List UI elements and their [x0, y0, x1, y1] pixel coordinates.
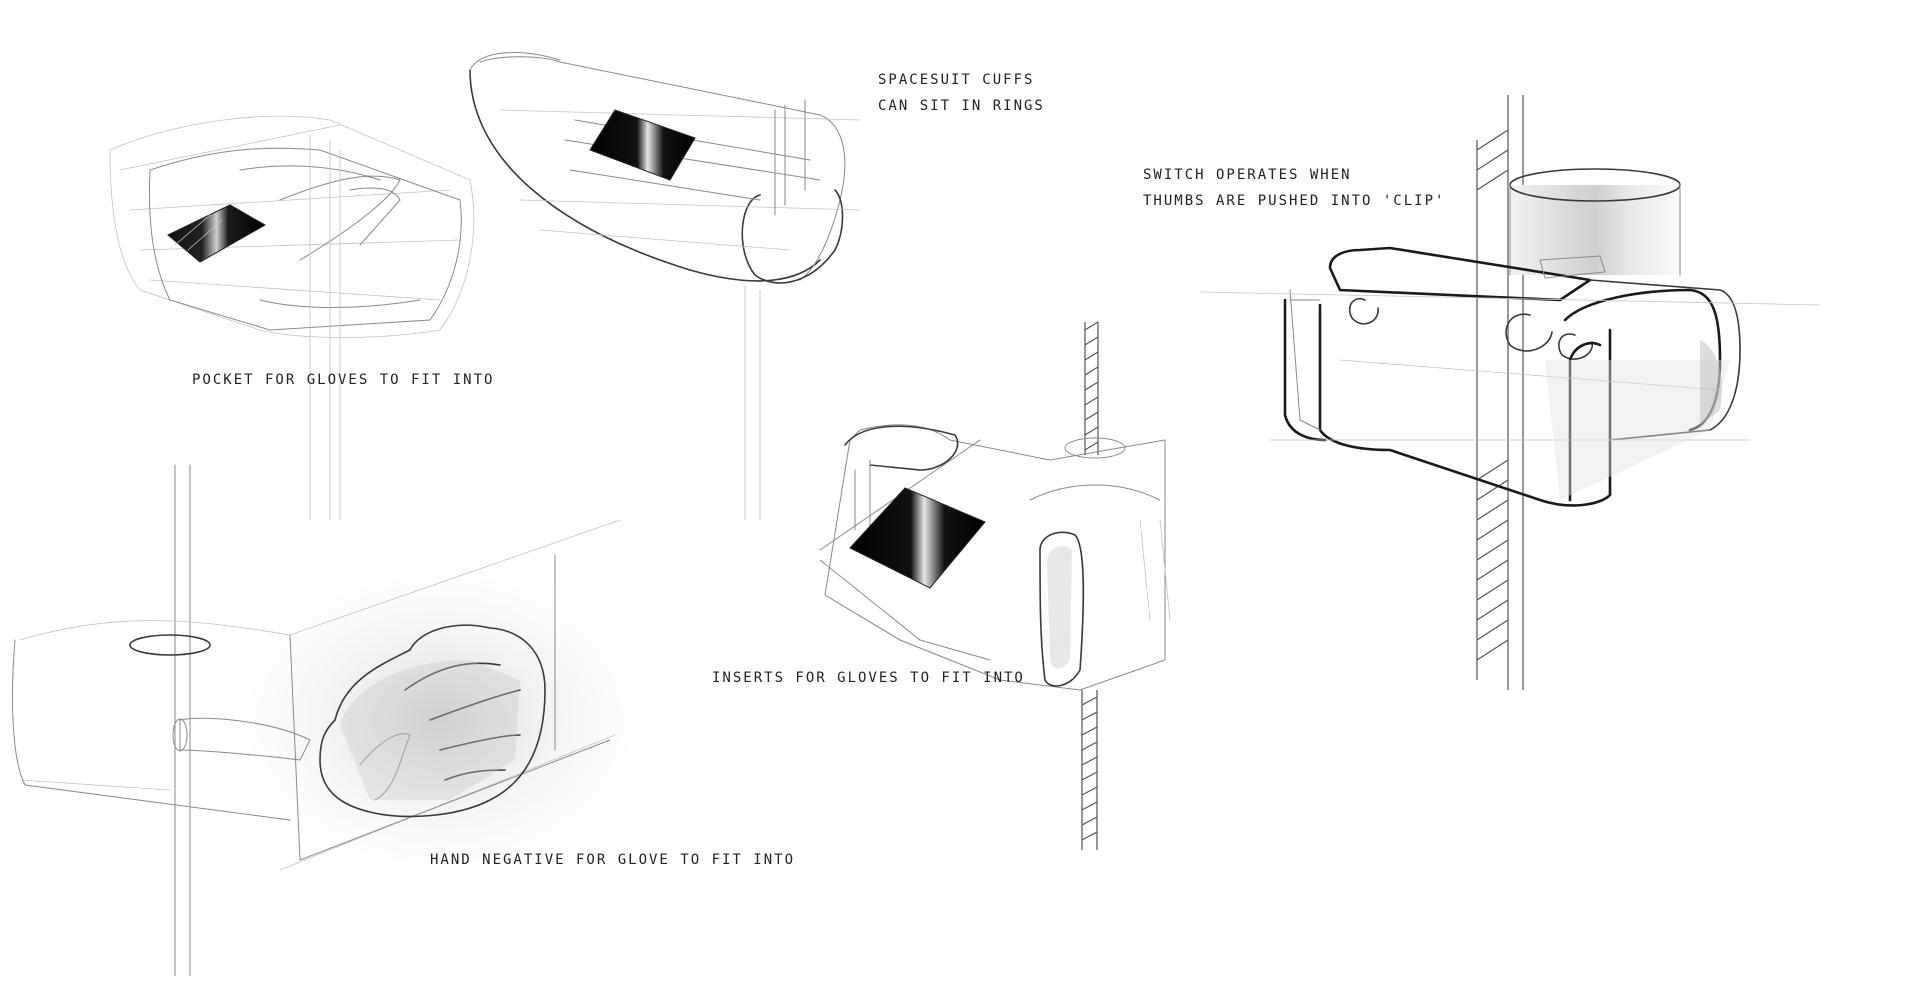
- inserts-sketch: [819, 321, 1171, 850]
- hand-negative-annotation: Hand negative for glove to fit into: [430, 852, 796, 868]
- inserts-annotation: Inserts for gloves to fit into: [712, 670, 1025, 686]
- annotation-line: Switch operates when: [1143, 167, 1352, 183]
- pocket-sketch: [109, 115, 475, 521]
- clip-switch-sketch: [1199, 95, 1821, 690]
- hand-negative-sketch: [11, 464, 680, 981]
- cuff-rings-sketch: [469, 52, 861, 521]
- spacesuit-cuffs-annotation: Spacesuit cuffs can sit in rings: [878, 67, 1045, 119]
- annotation-line: thumbs are pushed into 'clip': [1143, 193, 1446, 209]
- pocket-annotation: Pocket for gloves to fit into: [192, 372, 495, 388]
- annotation-line: Spacesuit cuffs: [878, 72, 1035, 88]
- switch-operates-annotation: Switch operates when thumbs are pushed i…: [1143, 162, 1445, 214]
- annotation-line: can sit in rings: [878, 98, 1045, 114]
